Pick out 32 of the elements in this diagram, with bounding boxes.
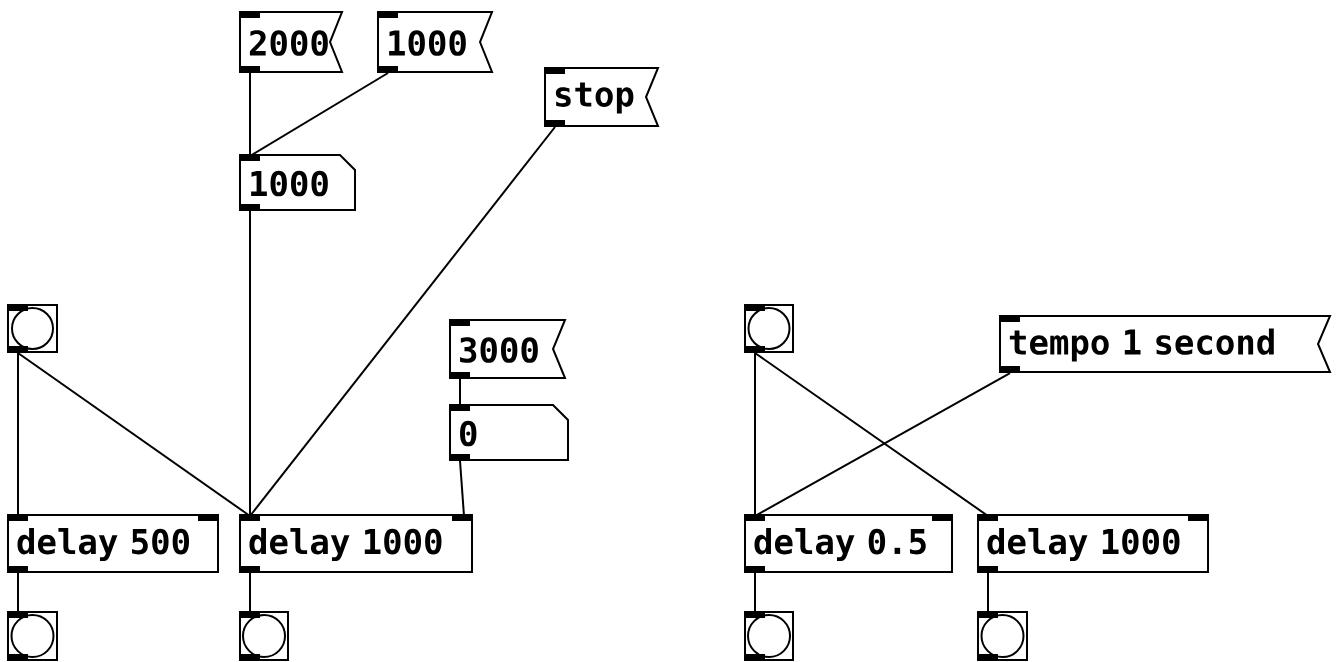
object-box: delay 1000 (977, 514, 1209, 573)
message-box: tempo 1 second (999, 315, 1332, 373)
number-box: 0 (449, 404, 569, 461)
patch-cord (249, 72, 389, 157)
patch-cord (987, 572, 989, 614)
object-box: delay 500 (7, 514, 219, 573)
patch-cord (249, 72, 251, 157)
patch-cord (459, 378, 461, 407)
patch-cord (754, 352, 989, 517)
number-box: 1000 (239, 154, 356, 211)
patch-cord (754, 352, 756, 517)
bang-button (744, 304, 794, 353)
patch-cord (17, 572, 19, 614)
patch-cord (249, 126, 556, 517)
object-box: delay 1000 (239, 514, 473, 573)
patch-cord (459, 460, 465, 517)
patch-cord (17, 352, 251, 517)
bang-button (977, 611, 1028, 661)
bang-button (239, 611, 289, 661)
message-box: 1000 (377, 11, 494, 73)
patch-cord (17, 352, 19, 517)
bang-button (744, 611, 794, 661)
patch-cord (249, 210, 251, 517)
message-box: 2000 (239, 11, 344, 73)
bang-button (7, 611, 58, 661)
patch-cord (754, 572, 756, 614)
message-box: stop (544, 67, 660, 127)
patch-cord (249, 572, 251, 614)
message-box: 3000 (449, 319, 567, 379)
patch-cord (754, 372, 1011, 517)
object-box: delay 0.5 (744, 514, 953, 573)
bang-button (7, 304, 58, 353)
